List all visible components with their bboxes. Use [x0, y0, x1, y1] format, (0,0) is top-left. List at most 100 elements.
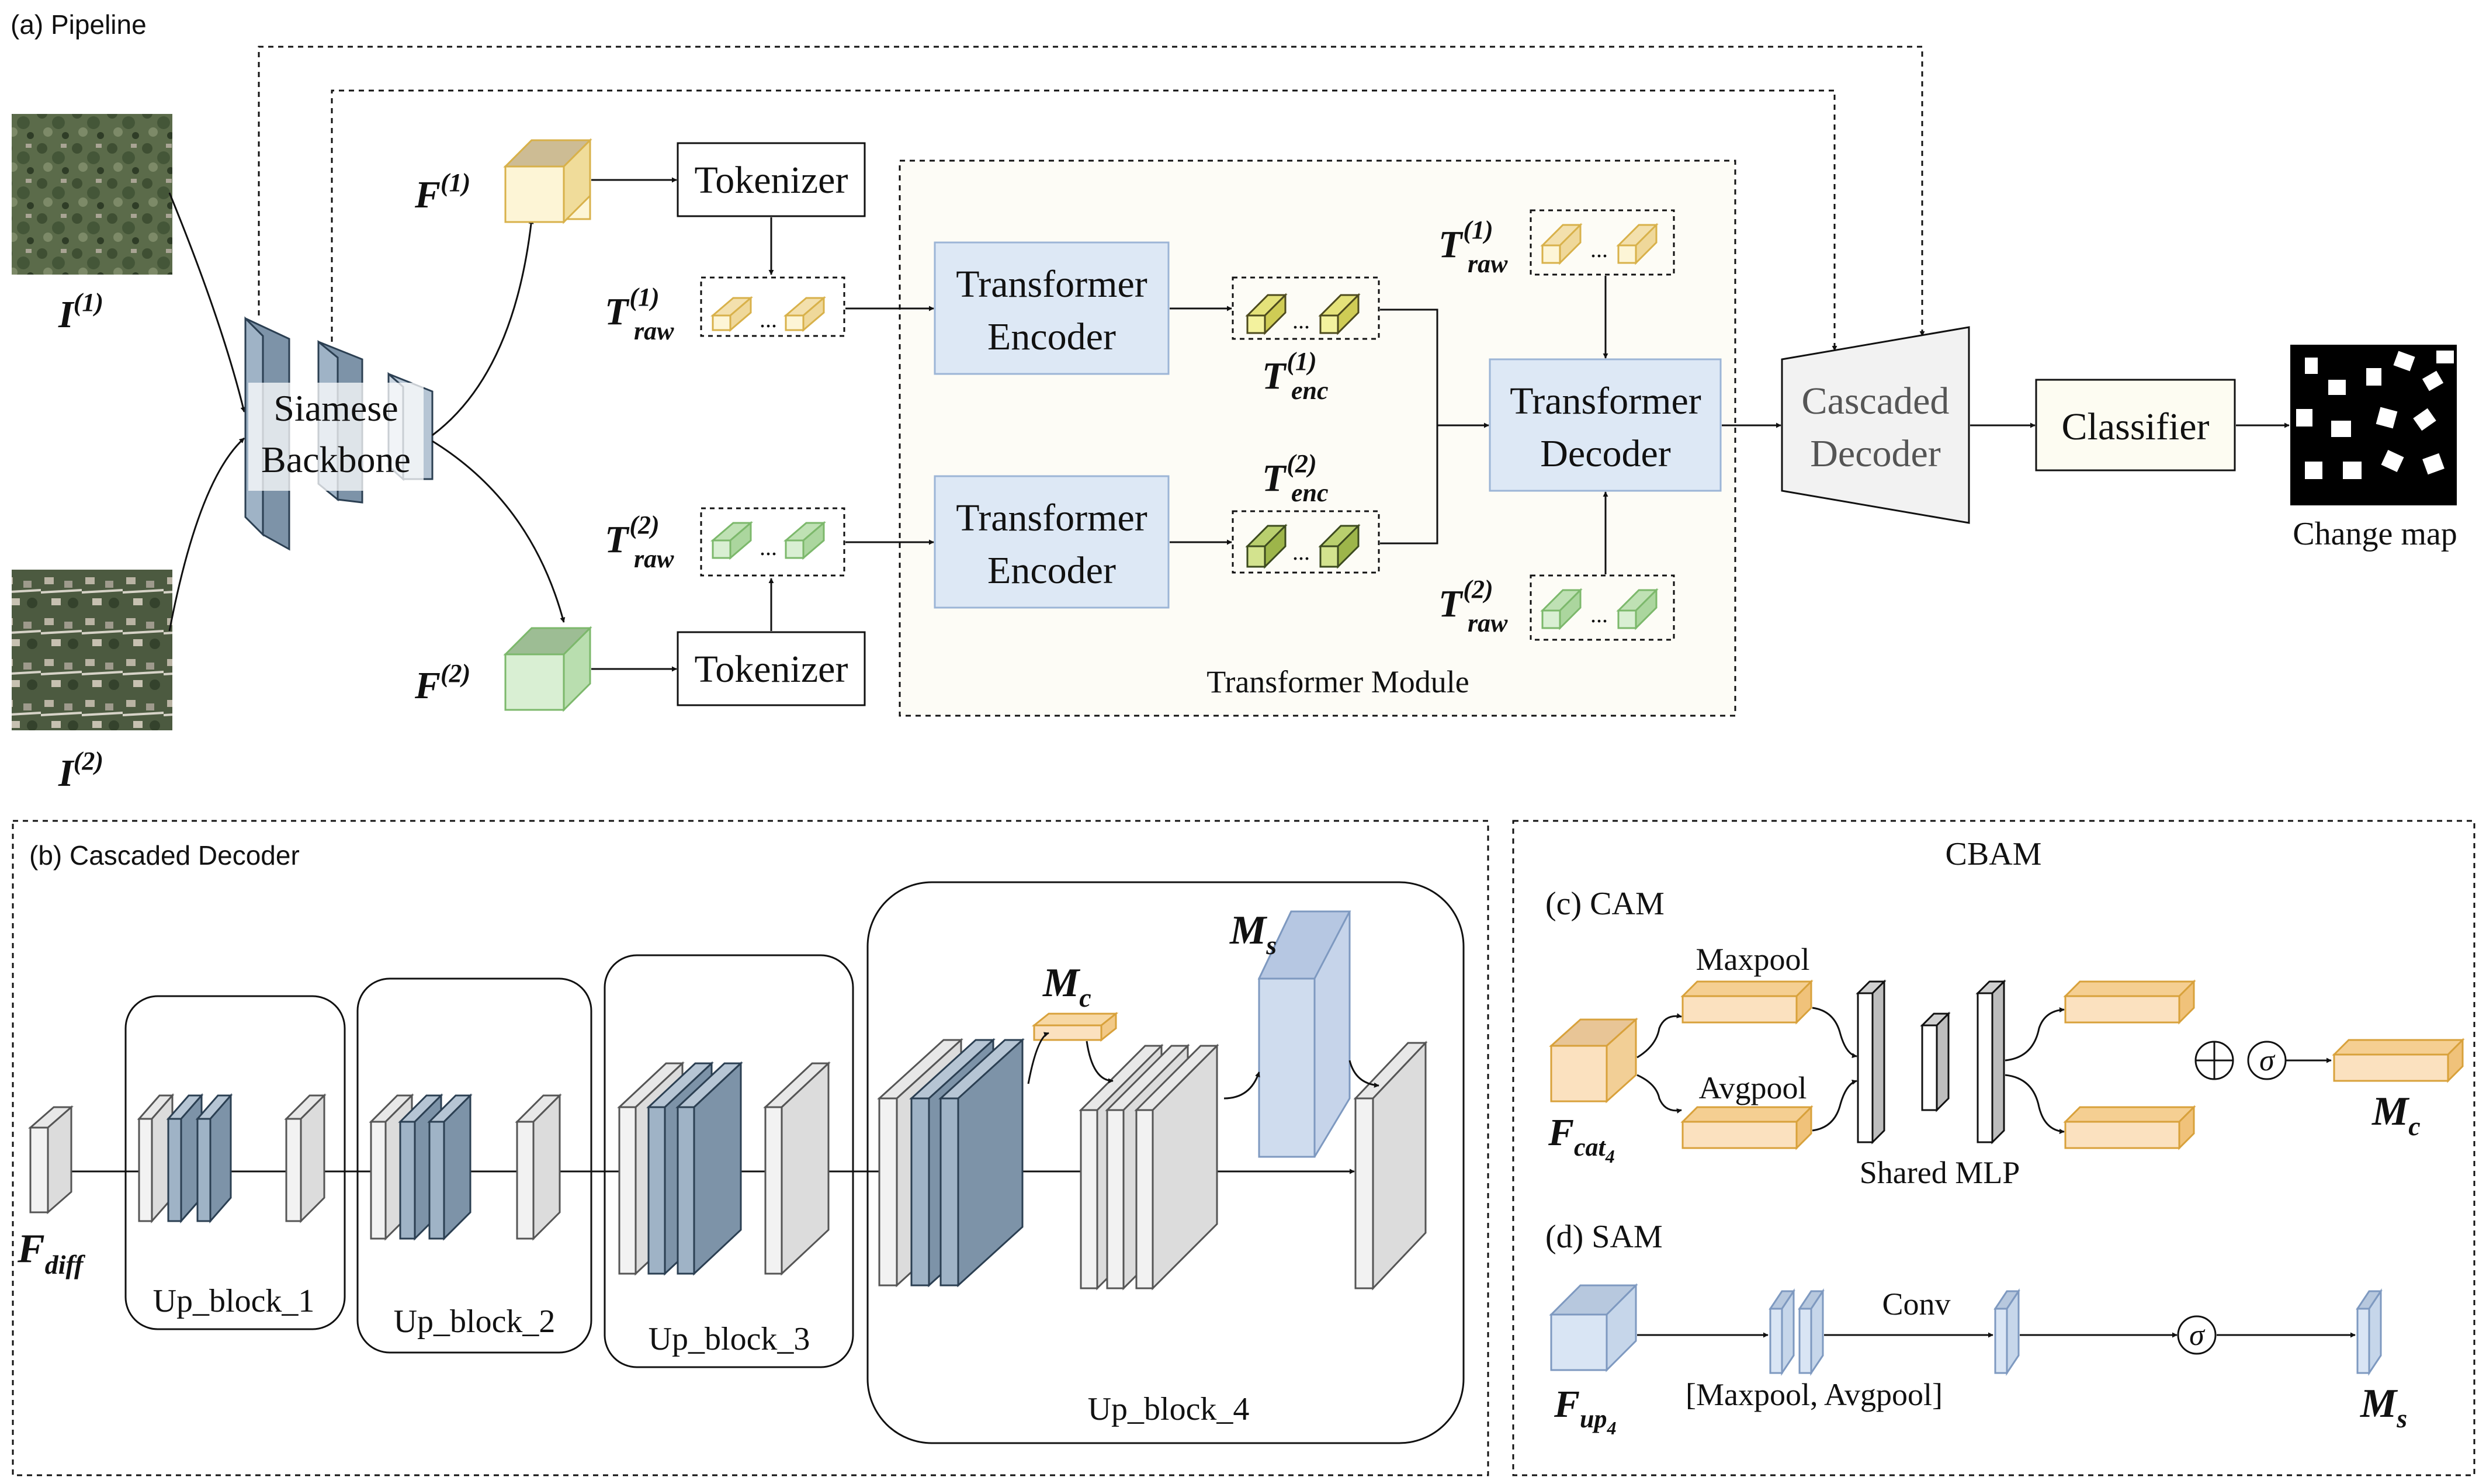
token-group-raw-right-1: ...: [1530, 209, 1675, 276]
fup-cube: [1549, 1283, 1638, 1372]
cascaded-decoder-label-line1: Cascaded: [1802, 380, 1950, 422]
maxpool-label: Maxpool: [1696, 942, 1810, 977]
feature-cube-1: [503, 138, 592, 224]
token-dots: ...: [1292, 539, 1310, 565]
transformer-encoder-box-2: [934, 475, 1170, 609]
avgpool-bar: [1680, 1105, 1814, 1150]
ms-output-slab: [2356, 1288, 2383, 1376]
ms-label: Ms: [1229, 908, 1277, 960]
input-image-2: [12, 570, 172, 730]
t-raw-right-label-1: T(1)raw: [1438, 216, 1508, 278]
tokenizer-label-1: Tokenizer: [695, 159, 848, 202]
t-raw-label-2: T(2)raw: [605, 511, 674, 573]
input-label-1: I(1): [58, 288, 103, 336]
up-block-3-label: Up_block_3: [649, 1321, 810, 1357]
decoder-slab: [28, 1105, 74, 1215]
encoder-label-2-line2: Encoder: [987, 549, 1116, 592]
decoder-label-line1: Transformer: [1510, 380, 1701, 422]
up-block-3-box: [604, 954, 854, 1368]
up-block-4-label: Up_block_4: [1088, 1391, 1250, 1427]
conv-label: Conv: [1882, 1287, 1950, 1322]
decoder-slab: [763, 1061, 831, 1276]
decoder-slab: [137, 1093, 175, 1223]
token-group-raw-right-2: ...: [1530, 574, 1675, 641]
fcat-cube: [1549, 1017, 1638, 1104]
t-raw-label-1: T(1)raw: [605, 283, 674, 345]
transformer-module-label: Transformer Module: [1206, 664, 1469, 699]
token-group-enc-1: ...: [1232, 276, 1380, 340]
mc-label: Mc: [1042, 961, 1091, 1013]
token-group-raw-2: ...: [700, 507, 845, 577]
classifier-box: [2035, 379, 2236, 471]
decoder-slab: [515, 1093, 562, 1241]
token-dots: ...: [760, 306, 777, 332]
mlp-split-arrows: [2005, 1007, 2065, 1134]
t-raw-right-label-2: T(2)raw: [1438, 575, 1508, 637]
backbone-label-line2: Backbone: [261, 439, 411, 480]
mlp-out-bar-1: [2063, 979, 2196, 1025]
tokenizer-label-2: Tokenizer: [695, 648, 848, 691]
mlp-out-bar-2: [2063, 1105, 2196, 1150]
token-group-raw-1: ...: [700, 276, 845, 337]
t-enc-label-1: T(1)enc: [1262, 347, 1329, 405]
up-block-1-box: [124, 995, 346, 1330]
decoder-slab: [675, 1061, 743, 1276]
sigma-circle-cam: [2247, 1041, 2287, 1080]
cbam-title: CBAM: [1946, 836, 2042, 872]
decoder-slab: [195, 1093, 233, 1223]
sam-pool-slabs: [1769, 1288, 1825, 1376]
decoder-label-line2: Decoder: [1540, 432, 1671, 475]
encoder-arrows: [845, 306, 1232, 545]
token-dots: ...: [1590, 236, 1608, 262]
feature-label-1: F(1): [414, 168, 470, 216]
token-dots: ...: [760, 534, 777, 560]
sam-label: (d) SAM: [1545, 1219, 1663, 1255]
cam-label: (c) CAM: [1545, 886, 1665, 922]
feature-label-2: F(2): [414, 659, 470, 707]
change-map-label: Change map: [2293, 516, 2457, 552]
transformer-encoder-box-1: [934, 241, 1170, 375]
cascaded-decoder-shape: [1781, 326, 1970, 524]
backbone-output-arrows: [432, 219, 566, 623]
mc-output-label: Mc: [2371, 1089, 2421, 1141]
decoder-slab: [1353, 1041, 1428, 1291]
pool-arrows: [1636, 1007, 1857, 1132]
sigma-circle-sam: [2177, 1315, 2217, 1355]
input-label-2: I(2): [58, 747, 103, 795]
ms-output-label: Ms: [2360, 1381, 2407, 1433]
token-dots: ...: [1292, 307, 1310, 334]
input-image-1: [12, 114, 172, 275]
decoder-slab: [166, 1093, 204, 1223]
skip-connection-lines: [258, 46, 1925, 351]
maxpool-bar: [1680, 979, 1814, 1025]
cascaded-decoder-label-line2: Decoder: [1810, 432, 1941, 475]
tokenizer-box-2: [677, 631, 866, 706]
cbam-section-box: [1512, 820, 2475, 1476]
fcat-label: Fcat4: [1548, 1111, 1615, 1167]
encoder-label-2-line1: Transformer: [956, 497, 1147, 539]
classifier-label: Classifier: [2062, 405, 2210, 448]
plus-icon: [2196, 1042, 2233, 1079]
encoder-label-1-line1: Transformer: [956, 263, 1147, 306]
input-arrows: [168, 192, 246, 632]
encoder-label-1-line2: Encoder: [987, 315, 1116, 358]
up-block-4-box: [866, 881, 1465, 1444]
up-block-2-box: [356, 977, 592, 1354]
tokenizer-arrows: [591, 177, 774, 672]
up-block-2-label: Up_block_2: [394, 1303, 556, 1340]
decoder-slab: [938, 1038, 1025, 1288]
up-block-1-label: Up_block_1: [153, 1283, 315, 1319]
backbone-label-line1: Siamese: [273, 387, 398, 429]
token-dots: ...: [1590, 601, 1608, 627]
change-map-image: [2290, 345, 2457, 505]
cascaded-slabs: [28, 1038, 1428, 1291]
transformer-decoder-box: [1489, 358, 1722, 492]
shared-mlp-label: Shared MLP: [1860, 1155, 2020, 1190]
f-diff-label: Fdiff: [17, 1226, 86, 1280]
backbone-label-bg: [248, 383, 424, 491]
ms-block: [1257, 910, 1351, 1158]
decoder-slab: [427, 1093, 473, 1241]
decoder-slab: [1134, 1043, 1219, 1291]
shared-mlp-layers: [1856, 979, 2006, 1145]
